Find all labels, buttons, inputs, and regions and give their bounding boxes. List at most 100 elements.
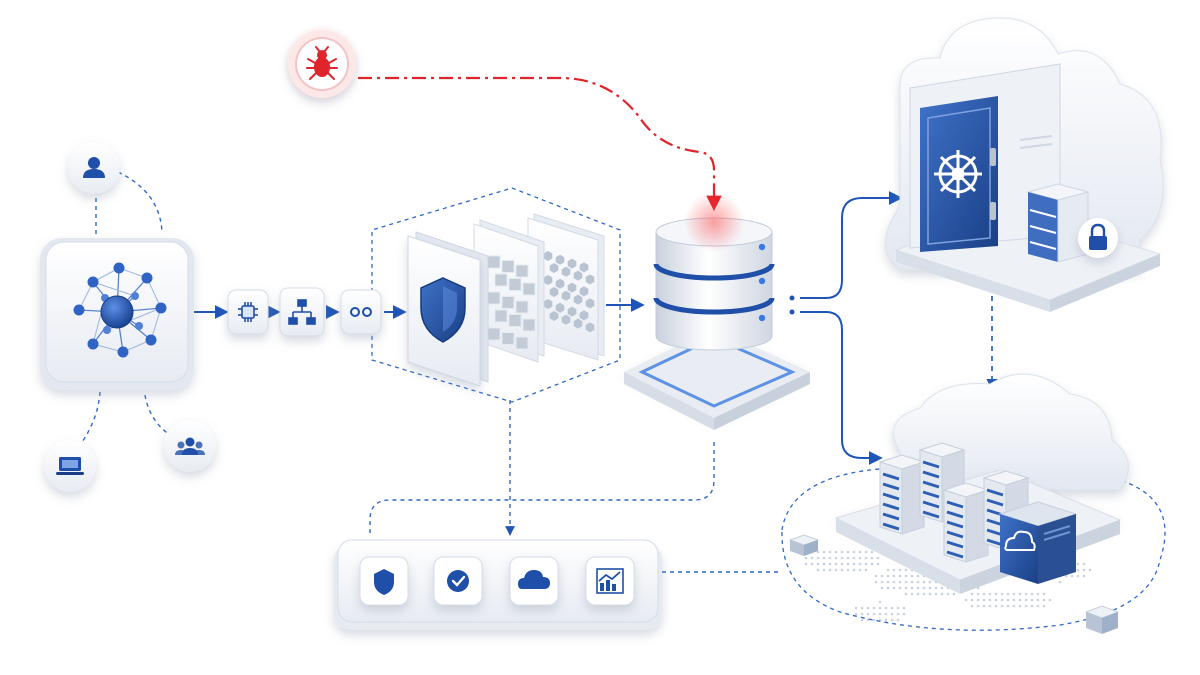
service-check[interactable]	[433, 556, 483, 606]
map-dot	[1030, 592, 1034, 596]
laptop-node[interactable]	[44, 440, 96, 492]
user-icon	[83, 157, 105, 178]
map-dot	[1048, 598, 1052, 602]
security-layers[interactable]	[407, 213, 605, 387]
user-node[interactable]	[68, 142, 120, 194]
map-dot	[876, 556, 880, 560]
network-hub[interactable]	[40, 238, 194, 390]
threat-node[interactable]	[282, 24, 362, 104]
map-dot	[864, 550, 868, 554]
firewall-brick	[508, 278, 522, 291]
map-dot	[976, 598, 980, 602]
map-dot	[910, 586, 914, 590]
hexagon-cell	[573, 318, 583, 329]
map-dot	[874, 580, 878, 584]
map-dot	[860, 606, 864, 610]
map-dot	[886, 568, 890, 572]
map-dot	[840, 568, 844, 572]
hub-core-node	[100, 295, 134, 329]
firewall-panel	[473, 219, 545, 363]
map-dot	[892, 574, 896, 578]
firewall-brick	[494, 309, 508, 323]
map-dot	[864, 556, 868, 560]
map-dot	[1018, 604, 1022, 608]
map-dot	[846, 556, 850, 560]
map-dot	[1024, 598, 1028, 602]
link-db-tray	[369, 442, 715, 534]
hexagon-cell	[585, 322, 595, 333]
map-dot	[1000, 592, 1004, 596]
map-dot	[898, 568, 902, 572]
hexagon-cell	[555, 254, 565, 265]
map-dot	[1070, 574, 1074, 578]
map-dot	[884, 618, 888, 622]
hexagon-cell	[579, 310, 589, 321]
hexagon-mesh-panel	[527, 213, 605, 361]
map-dot	[976, 592, 980, 596]
map-dot	[828, 562, 832, 566]
cloud-icon	[518, 570, 550, 589]
map-dot	[994, 604, 998, 608]
map-dot	[852, 568, 856, 572]
map-dot	[896, 618, 900, 622]
map-dot	[970, 604, 974, 608]
firewall-brick	[501, 296, 515, 309]
hub-satellite-node	[113, 262, 125, 274]
cloud-box-icon	[998, 501, 1078, 584]
map-dot	[994, 598, 998, 602]
map-dot	[910, 580, 914, 584]
hexagon-cell	[543, 275, 553, 285]
hub-satellite-node	[103, 326, 111, 334]
map-dot	[846, 550, 850, 554]
map-dot	[866, 612, 870, 616]
analytics-chart-icon	[596, 568, 624, 594]
map-dot	[1076, 574, 1080, 578]
map-dot	[904, 568, 908, 572]
service-shield[interactable]	[359, 556, 409, 606]
map-dot	[840, 550, 844, 554]
group-node[interactable]	[164, 420, 216, 472]
pipeline-step-hierarchy[interactable]	[279, 287, 325, 337]
map-dot	[816, 562, 820, 566]
firewall-brick	[494, 273, 508, 287]
laptop-icon	[56, 457, 84, 475]
map-dot	[870, 556, 874, 560]
hub-satellite-node	[117, 346, 129, 358]
hexagon-cell	[543, 299, 553, 309]
map-dot	[1018, 598, 1022, 602]
map-dot	[822, 568, 826, 572]
vault-node[interactable]	[885, 17, 1164, 312]
map-dot	[886, 580, 890, 584]
hexagon-cell	[561, 314, 571, 325]
db-status-led	[758, 277, 766, 285]
map-dot	[1088, 568, 1092, 572]
hexagon-cell	[555, 278, 565, 289]
map-dot	[982, 592, 986, 596]
pipeline-step-link[interactable]	[340, 289, 382, 335]
datacenter-node[interactable]	[781, 373, 1166, 634]
service-cloud[interactable]	[509, 556, 559, 606]
map-dot	[896, 612, 900, 616]
arrow-db-vault	[800, 191, 903, 299]
service-analytics[interactable]	[585, 556, 635, 606]
map-dot	[982, 598, 986, 602]
shield-panel-icon	[420, 277, 466, 343]
map-dot	[910, 592, 914, 596]
map-dot	[1012, 598, 1016, 602]
hub-satellite-node	[73, 304, 85, 316]
map-dot	[922, 586, 926, 590]
map-dot	[1006, 598, 1010, 602]
map-dot	[1036, 604, 1040, 608]
database-node[interactable]	[624, 192, 810, 430]
map-dot	[852, 556, 856, 560]
map-dot	[828, 568, 832, 572]
map-dot	[852, 562, 856, 566]
firewall-brick	[487, 327, 501, 341]
map-dot	[852, 550, 856, 554]
map-dot	[904, 580, 908, 584]
map-dot	[910, 574, 914, 578]
map-dot	[1012, 592, 1016, 596]
map-dot	[1024, 592, 1028, 596]
pipeline-step-chip[interactable]	[227, 289, 269, 335]
map-dot	[828, 550, 832, 554]
